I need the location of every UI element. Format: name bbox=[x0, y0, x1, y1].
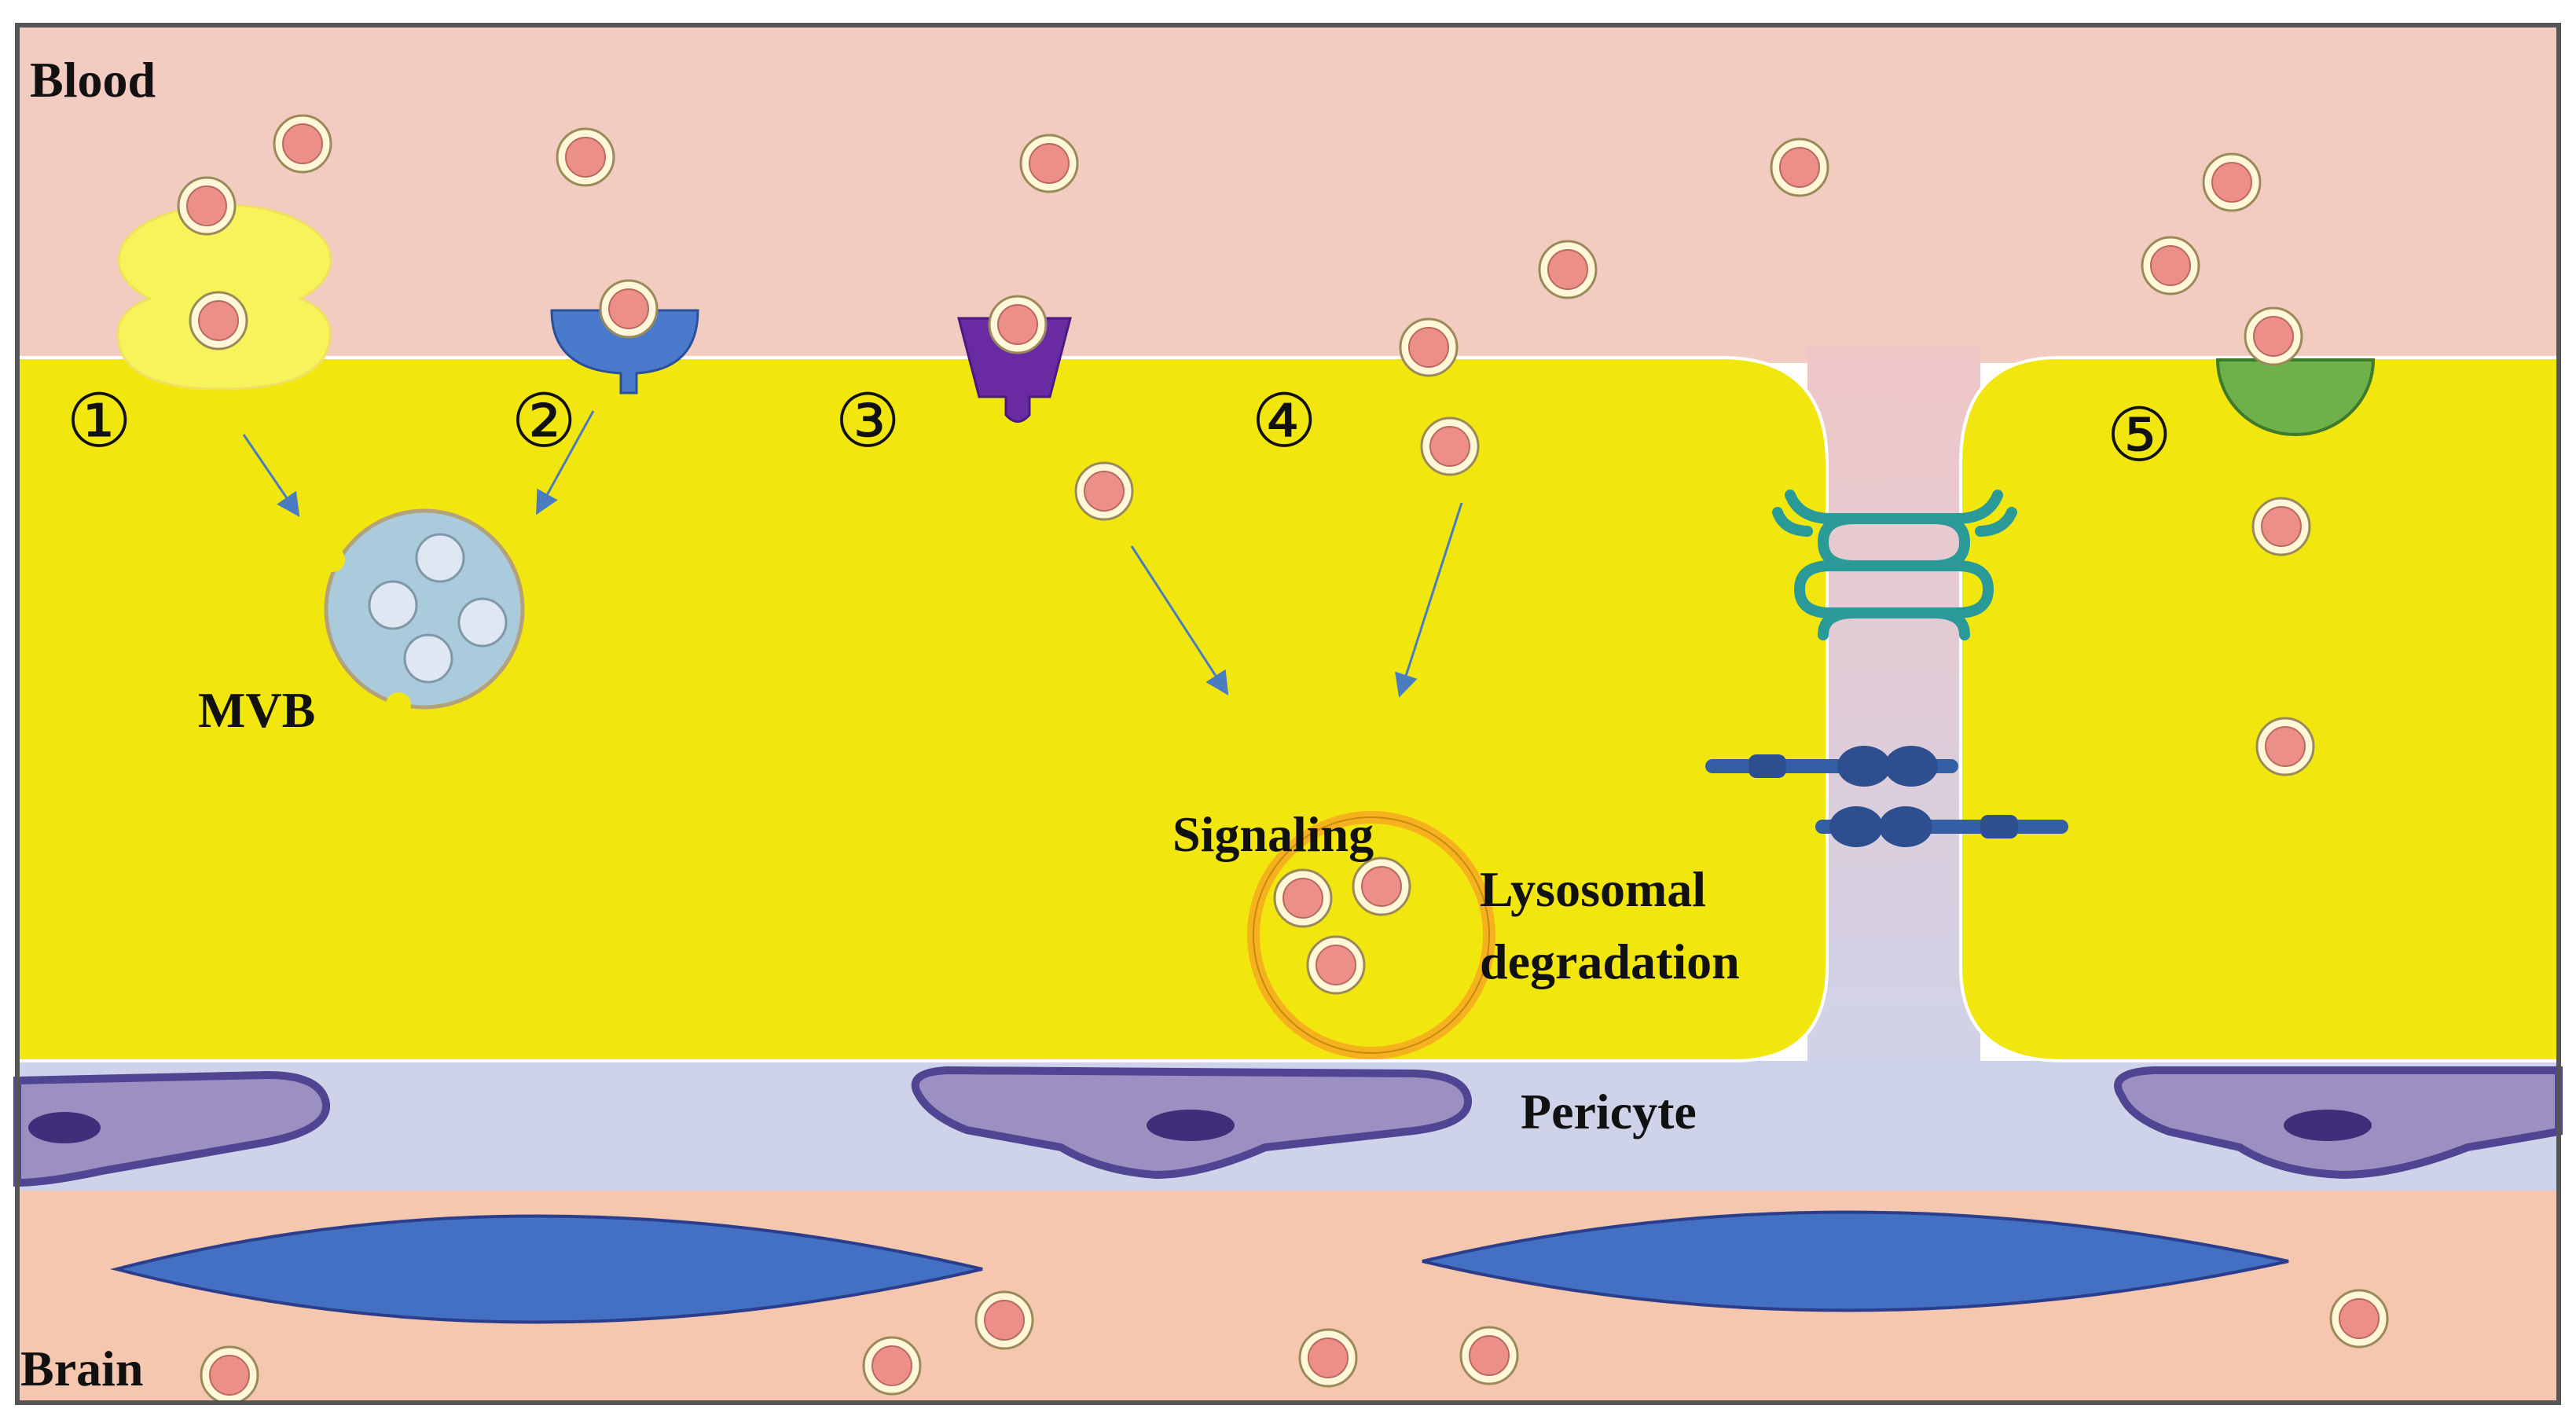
label-pericyte: Pericyte bbox=[1521, 1084, 1697, 1139]
label-degradation: degradation bbox=[1480, 934, 1740, 989]
pathway-arrows bbox=[242, 410, 1463, 698]
label-brain: Brain bbox=[20, 1341, 144, 1396]
astrocyte-endfoot-left[interactable] bbox=[110, 1214, 983, 1324]
pathway-number-5: ⑤ bbox=[2106, 393, 2173, 479]
mvb[interactable] bbox=[320, 492, 525, 719]
pathway-number-1: ① bbox=[66, 379, 133, 464]
figure-frame bbox=[15, 23, 2561, 1405]
adherens-junction[interactable] bbox=[1705, 746, 2068, 847]
pericyte-right bbox=[2114, 1066, 2563, 1180]
label-blood: Blood bbox=[30, 52, 156, 108]
fusion-receptor[interactable] bbox=[2215, 358, 2376, 436]
lysosome[interactable] bbox=[1247, 811, 1495, 1059]
pathway-number-3: ③ bbox=[835, 379, 901, 464]
pathway-number-2: ② bbox=[511, 379, 578, 464]
pericyte-center[interactable] bbox=[911, 1066, 1472, 1180]
pericyte-left bbox=[13, 1070, 331, 1187]
label-lysosomal: Lysosomal bbox=[1480, 861, 1707, 917]
label-signaling: Signaling bbox=[1172, 806, 1374, 862]
endothelial-cell-right bbox=[1959, 356, 2560, 1062]
gap-region bbox=[1807, 346, 1980, 1084]
label-mvb: MVB bbox=[198, 682, 316, 738]
lipid-raft-receptor[interactable] bbox=[957, 317, 1072, 423]
astrocyte-endfoot-right[interactable] bbox=[1422, 1210, 2289, 1312]
pathway-number-4: ④ bbox=[1251, 379, 1318, 464]
tight-junction[interactable] bbox=[1772, 490, 2017, 640]
blood-region bbox=[17, 25, 2559, 363]
caveolin-receptor[interactable] bbox=[550, 309, 699, 394]
